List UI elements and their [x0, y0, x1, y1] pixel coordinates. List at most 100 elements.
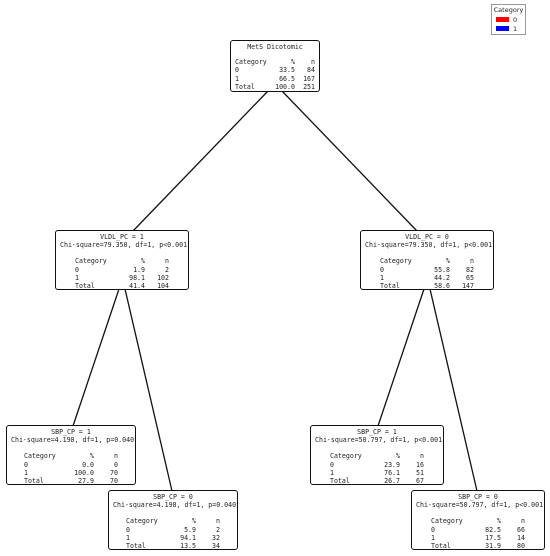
- cell: Total: [330, 477, 350, 486]
- cell: 32: [212, 533, 220, 542]
- node-title: VLDL_PC = 0: [405, 233, 449, 241]
- legend: Category 0 1: [491, 4, 526, 35]
- cell: 31.9: [485, 542, 501, 551]
- cell: 2: [216, 525, 220, 534]
- header-n: n: [311, 58, 315, 67]
- cell: 0: [380, 265, 384, 274]
- edge-left-lr: [124, 288, 173, 492]
- cell: 0: [75, 265, 79, 274]
- cell: 65: [466, 273, 474, 282]
- cell: 0.0: [82, 460, 94, 469]
- cell: 94.1: [180, 533, 196, 542]
- header-n: n: [521, 517, 525, 526]
- cell: 1: [330, 468, 334, 477]
- legend-swatch: [496, 17, 509, 22]
- cell: 1: [24, 468, 28, 477]
- cell: 33.5: [279, 66, 295, 75]
- cell: 2: [165, 265, 169, 274]
- header-n: n: [470, 257, 474, 266]
- cell: 80: [517, 542, 525, 551]
- header-percent: %: [90, 452, 94, 461]
- cell: 76.1: [384, 468, 400, 477]
- cell: 1.9: [133, 265, 145, 274]
- node-right: VLDL_PC = 0 Chi-square=79.350, df=1, p<0…: [360, 230, 494, 290]
- cell: 0: [114, 460, 118, 469]
- node-right-left: SBP_CP = 1 Chi-square=50.797, df=1, p<0.…: [310, 425, 444, 485]
- header-category: Category: [126, 517, 158, 526]
- cell: 51: [416, 468, 424, 477]
- header-percent: %: [446, 257, 450, 266]
- cell: 67: [416, 477, 424, 486]
- cell: 98.1: [129, 273, 145, 282]
- cell: 84: [307, 66, 315, 75]
- cell: 66: [517, 525, 525, 534]
- header-percent: %: [141, 257, 145, 266]
- cell: 147: [462, 282, 474, 291]
- header-category: Category: [235, 58, 267, 67]
- node-left-left: SBP_CP = 1 Chi-square=4.198, df=1, p=0.0…: [6, 425, 136, 485]
- cell: 70: [110, 477, 118, 486]
- node-chi-square: Chi-square=79.350, df=1, p<0.001: [60, 241, 188, 250]
- cell: 55.8: [434, 265, 450, 274]
- node-title: MetS Dicotomic: [247, 43, 303, 51]
- legend-label: 0: [513, 15, 518, 24]
- cell: 0: [126, 525, 130, 534]
- node-title: SBP_CP = 0: [153, 493, 193, 501]
- header-category: Category: [380, 257, 412, 266]
- cell: 41.4: [129, 282, 145, 291]
- edge-right-rl: [377, 288, 425, 427]
- legend-swatch: [496, 26, 509, 31]
- cell: 34: [212, 542, 220, 551]
- header-category: Category: [431, 517, 463, 526]
- cell: 1: [380, 273, 384, 282]
- cell: 251: [303, 82, 315, 91]
- cell: Total: [431, 542, 451, 551]
- edge-root-right: [281, 90, 418, 232]
- cell: 70: [110, 468, 118, 477]
- cell: 13.5: [180, 542, 196, 551]
- header-percent: %: [396, 452, 400, 461]
- cell: 102: [157, 273, 169, 282]
- cell: 14: [517, 533, 525, 542]
- cell: 167: [303, 74, 315, 83]
- edge-left-ll: [72, 288, 120, 427]
- header-category: Category: [24, 452, 56, 461]
- cell: 27.9: [78, 477, 94, 486]
- cell: 1: [126, 533, 130, 542]
- cell: 66.5: [279, 74, 295, 83]
- cell: 0: [235, 66, 239, 75]
- node-title: SBP_CP = 0: [458, 493, 498, 501]
- header-n: n: [216, 517, 220, 526]
- edge-root-left: [132, 90, 269, 232]
- cell: 5.9: [184, 525, 196, 534]
- cell: 1: [75, 273, 79, 282]
- node-chi-square: Chi-square=4.198, df=1, p=0.040: [11, 436, 135, 445]
- header-n: n: [165, 257, 169, 266]
- legend-item-1: 1: [496, 25, 517, 33]
- cell: 82.5: [485, 525, 501, 534]
- cell: 23.9: [384, 460, 400, 469]
- cell: Total: [24, 477, 44, 486]
- header-n: n: [420, 452, 424, 461]
- cell: Total: [380, 282, 400, 291]
- cell: Total: [126, 542, 146, 551]
- cell: 17.5: [485, 533, 501, 542]
- header-percent: %: [497, 517, 501, 526]
- cell: Total: [235, 82, 255, 91]
- node-right-right: SBP_CP = 0 Chi-square=50.797, df=1, p<0.…: [411, 490, 545, 550]
- node-left: VLDL_PC = 1 Chi-square=79.350, df=1, p<0…: [55, 230, 189, 290]
- legend-item-0: 0: [496, 15, 518, 24]
- cell: 82: [466, 265, 474, 274]
- cell: 58.6: [434, 282, 450, 291]
- cell: 100.0: [74, 468, 94, 477]
- node-title: VLDL_PC = 1: [100, 233, 144, 241]
